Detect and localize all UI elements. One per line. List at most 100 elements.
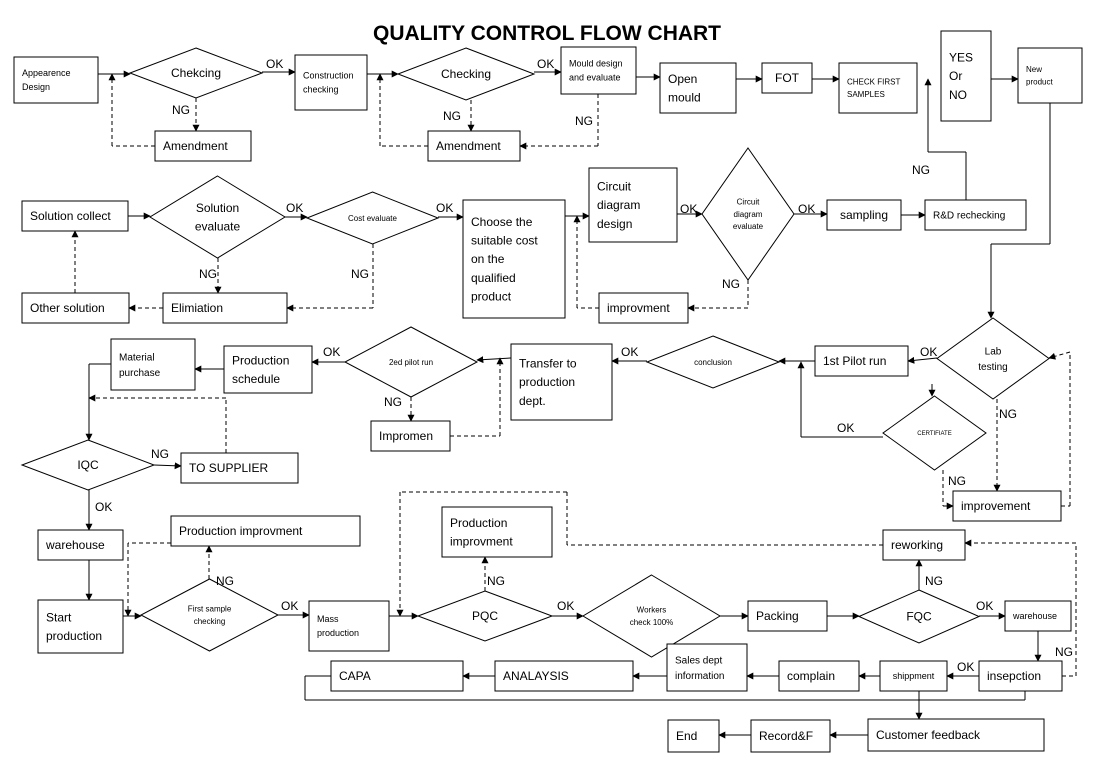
node-label: Production bbox=[232, 353, 289, 367]
node-label: PQC bbox=[472, 609, 498, 623]
edge-label-ng: NG bbox=[443, 109, 461, 123]
node-label: Workers bbox=[637, 606, 667, 615]
page-title: QUALITY CONTROL FLOW CHART bbox=[373, 22, 721, 45]
node-label: FQC bbox=[906, 610, 932, 624]
node-label: reworking bbox=[891, 538, 943, 552]
complain-box: complain bbox=[778, 660, 860, 692]
process-box bbox=[588, 167, 678, 243]
node-label: Production bbox=[450, 516, 507, 530]
record-box: Record&F bbox=[750, 719, 831, 753]
process-box bbox=[370, 420, 451, 452]
decision-diamond bbox=[882, 395, 987, 471]
process-box bbox=[666, 643, 748, 692]
process-box bbox=[761, 62, 813, 94]
process-box bbox=[747, 600, 828, 632]
process-box bbox=[154, 130, 252, 162]
node-label: Circuit bbox=[737, 197, 760, 206]
node-label: Construction bbox=[303, 71, 354, 81]
node-label: improvment bbox=[607, 301, 670, 315]
node-label: Material bbox=[119, 352, 155, 363]
process-box bbox=[978, 660, 1063, 692]
process-box bbox=[294, 54, 368, 111]
process-box bbox=[940, 30, 992, 122]
process-box bbox=[223, 345, 313, 394]
capa-box: CAPA bbox=[330, 660, 464, 692]
process-box bbox=[924, 199, 1027, 231]
node-label: Amendment bbox=[436, 139, 501, 153]
node-label: improvment bbox=[450, 535, 513, 549]
node-label: product bbox=[471, 289, 512, 303]
amendment1-box: Amendment bbox=[154, 130, 252, 162]
edge-label-ok: OK bbox=[621, 345, 638, 359]
edge-label-ng: NG bbox=[199, 267, 217, 281]
node-label: Solution bbox=[196, 201, 239, 215]
node-label: design bbox=[597, 217, 632, 231]
node-label: FOT bbox=[775, 71, 800, 85]
node-label: New bbox=[1026, 65, 1042, 74]
process-box bbox=[882, 529, 966, 561]
decision-diamond bbox=[396, 47, 536, 101]
process-box bbox=[37, 529, 124, 561]
node-label: ANALAYSIS bbox=[503, 669, 569, 683]
node-label: and evaluate bbox=[569, 73, 621, 83]
node-label: TO SUPPLIER bbox=[189, 461, 268, 475]
to-supplier-box: TO SUPPLIER bbox=[180, 452, 299, 484]
process-box bbox=[1017, 47, 1083, 104]
node-label: production bbox=[519, 375, 575, 389]
edge-label-ng: NG bbox=[172, 103, 190, 117]
process-box bbox=[867, 718, 1045, 752]
conclusion-decision: conclusion bbox=[645, 335, 781, 389]
node-label: Open bbox=[668, 72, 697, 86]
node-label: End bbox=[676, 729, 697, 743]
node-label: First sample bbox=[188, 605, 232, 614]
node-label: 1st Pilot run bbox=[823, 354, 886, 368]
process-box bbox=[13, 56, 99, 104]
edge-label-ok: OK bbox=[286, 201, 303, 215]
process-box bbox=[427, 130, 521, 162]
decision-diamond bbox=[20, 439, 156, 491]
edge-label-ok: OK bbox=[323, 345, 340, 359]
warehouse2-box: warehouse bbox=[1004, 600, 1072, 632]
node-label: Checking bbox=[441, 67, 491, 81]
decision-diamond bbox=[305, 191, 440, 245]
process-box bbox=[750, 719, 831, 753]
node-label: CAPA bbox=[339, 669, 371, 683]
impromen-box: Impromen bbox=[370, 420, 451, 452]
process-box bbox=[814, 345, 909, 377]
node-label: Design bbox=[22, 82, 50, 92]
edge-label-ng: NG bbox=[351, 267, 369, 281]
edge-label-ng: NG bbox=[722, 277, 740, 291]
elimination-box: Elimiation bbox=[162, 292, 288, 324]
edge-label-ok: OK bbox=[976, 599, 993, 613]
node-label: suitable cost bbox=[471, 234, 538, 248]
decision-diamond bbox=[149, 175, 286, 259]
node-label: Appearence bbox=[22, 68, 71, 78]
node-label: NO bbox=[949, 88, 967, 102]
pqc-decision: PQC bbox=[416, 590, 554, 642]
inspection-box: insepction bbox=[978, 660, 1063, 692]
fot-box: FOT bbox=[761, 62, 813, 94]
edge-label-ok: OK bbox=[537, 57, 554, 71]
process-box bbox=[667, 719, 720, 753]
process-box bbox=[598, 292, 689, 324]
cost-evaluate-decision: Cost evaluate bbox=[305, 191, 440, 245]
edge-label-ok: OK bbox=[920, 345, 937, 359]
process-box bbox=[826, 199, 902, 231]
end-box: End bbox=[667, 719, 720, 753]
node-label: on the bbox=[471, 252, 505, 266]
node-label: Lab bbox=[985, 346, 1002, 357]
node-label: Production improvment bbox=[179, 524, 303, 538]
node-label: evaluate bbox=[195, 220, 241, 234]
node-label: shippment bbox=[893, 671, 935, 681]
edge-label-ok: OK bbox=[95, 500, 112, 514]
process-box bbox=[560, 46, 637, 95]
